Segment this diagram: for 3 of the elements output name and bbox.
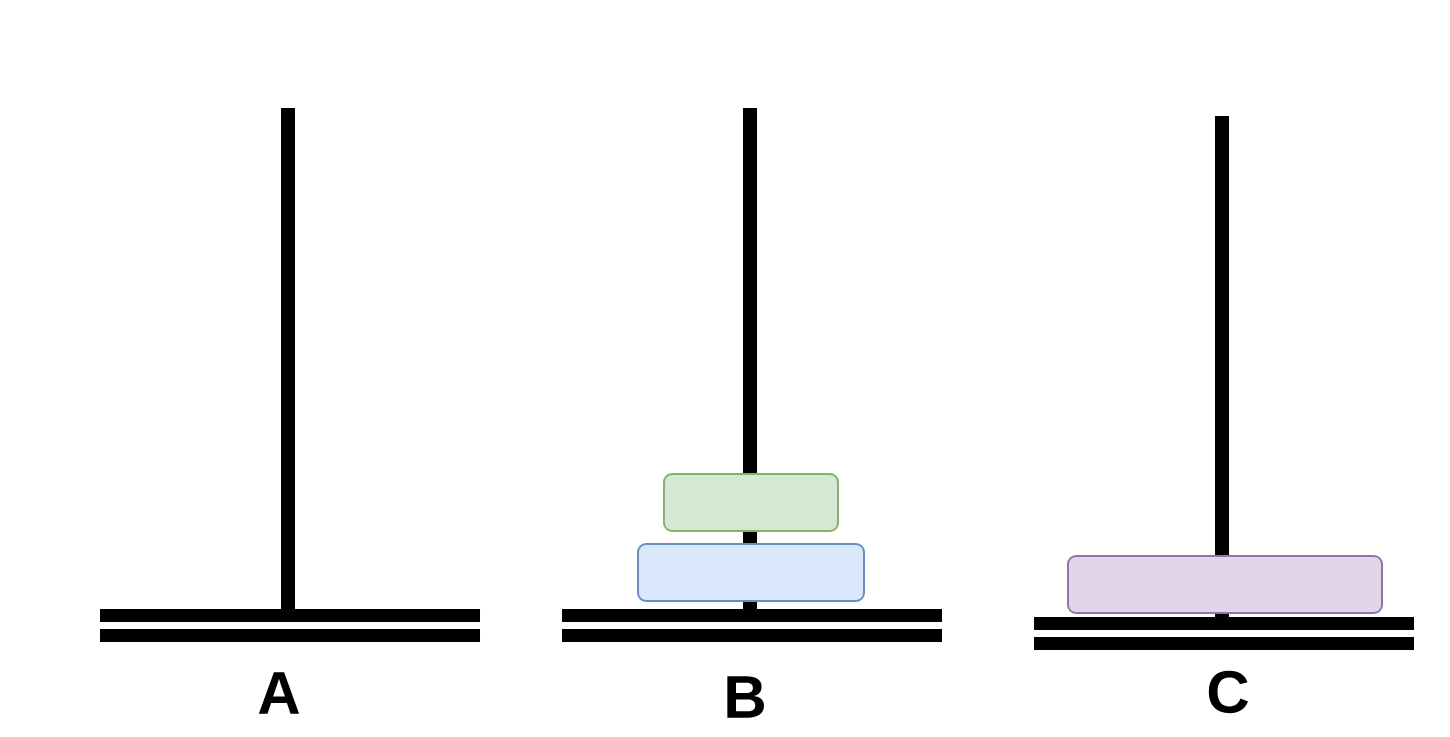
peg-label: B [727,676,764,718]
peg-label: C [1208,670,1249,714]
peg-label: A [258,672,300,714]
